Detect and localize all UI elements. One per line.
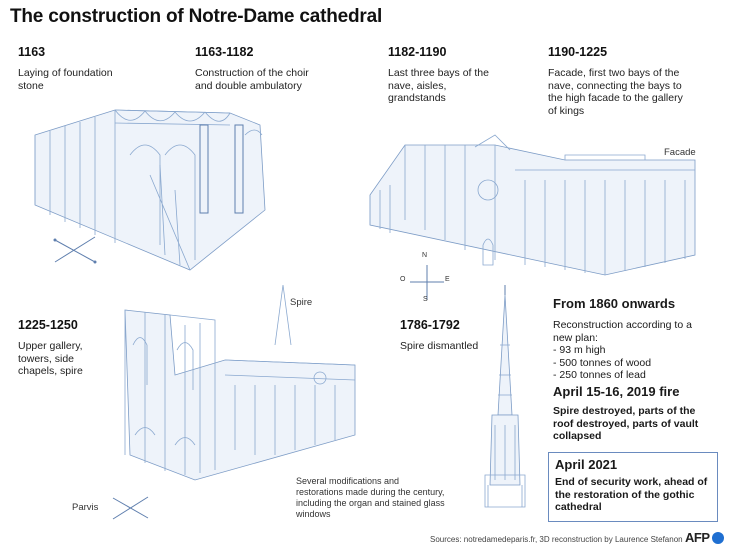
spire-label: Spire <box>290 297 313 308</box>
from-1860-title: From 1860 onwards <box>553 296 676 311</box>
compass-south: S <box>423 296 428 303</box>
stage-description: Spire dismantled <box>400 340 479 352</box>
fire-text: Spire destroyed, parts of the roof destr… <box>553 405 699 442</box>
april-2021-text: End of security work, ahead of the resto… <box>555 476 708 513</box>
stage-description: Construction of the choir and double amb… <box>195 67 309 92</box>
stage-description: Upper gallery, towers, side chapels, spi… <box>18 340 83 377</box>
fire-title: April 15-16, 2019 fire <box>553 384 680 399</box>
stage-1182-1190: 1182-1190 Last three bays of the nave, a… <box>388 45 493 105</box>
stage-description: Laying of foundation stone <box>18 67 113 92</box>
modifications-note: Several modifications and restorations m… <box>296 476 445 519</box>
list-item: - 93 m high <box>553 344 606 356</box>
stage-1190-1225: 1190-1225 Facade, first two bays of the … <box>548 45 688 117</box>
from-1860-list: - 93 m high - 500 tonnes of wood - 250 t… <box>553 344 728 382</box>
fire-section: April 15-16, 2019 fire Spire destroyed, … <box>553 384 728 443</box>
compass-north: N <box>422 252 428 259</box>
page-title: The construction of Notre-Dame cathedral <box>10 6 383 27</box>
list-item: - 250 tonnes of lead <box>553 369 646 381</box>
nave-drawing <box>369 134 696 276</box>
stage-period: 1163 <box>18 45 46 59</box>
facade-label: Facade <box>664 147 696 158</box>
compass-east: E <box>445 276 450 283</box>
stage-1163: 1163 Laying of foundation stone <box>18 45 158 92</box>
stage-1225-1250: 1225-1250 Upper gallery, towers, side ch… <box>18 318 108 378</box>
afp-logo-dot-icon <box>711 531 724 544</box>
full-cathedral-drawing <box>124 284 356 481</box>
afp-logo-text: AFP <box>685 530 710 545</box>
stage-period: 1182-1190 <box>388 45 447 59</box>
april-2021-title: April 2021 <box>555 457 618 472</box>
compass-icon <box>53 236 97 264</box>
stage-period: 1786-1792 <box>400 318 460 332</box>
compass-west: O <box>400 276 406 283</box>
compass-icon <box>410 265 444 300</box>
stage-period: 1225-1250 <box>18 318 78 332</box>
sources-text: Sources: notredamedeparis.fr, 3D reconst… <box>430 535 683 544</box>
stage-description: Last three bays of the nave, aisles, gra… <box>388 67 489 104</box>
list-item: - 500 tonnes of wood <box>553 356 652 369</box>
stage-1786-1792: 1786-1792 Spire dismantled <box>400 318 480 353</box>
stage-period: 1163-1182 <box>195 45 254 59</box>
choir-construction-drawing <box>34 109 266 271</box>
from-1860-section: From 1860 onwards Reconstruction accordi… <box>553 296 728 382</box>
stage-period: 1190-1225 <box>548 45 608 59</box>
spire-drawing <box>484 285 526 508</box>
parvis-label: Parvis <box>72 502 99 513</box>
stage-1163-1182: 1163-1182 Construction of the choir and … <box>195 45 325 92</box>
afp-logo: AFP <box>685 530 724 545</box>
stage-description: Facade, first two bays of the nave, conn… <box>548 67 683 117</box>
compass-icon <box>112 496 149 520</box>
from-1860-intro: Reconstruction according to a new plan: <box>553 319 692 344</box>
april-2021-box: April 2021 End of security work, ahead o… <box>548 452 718 522</box>
